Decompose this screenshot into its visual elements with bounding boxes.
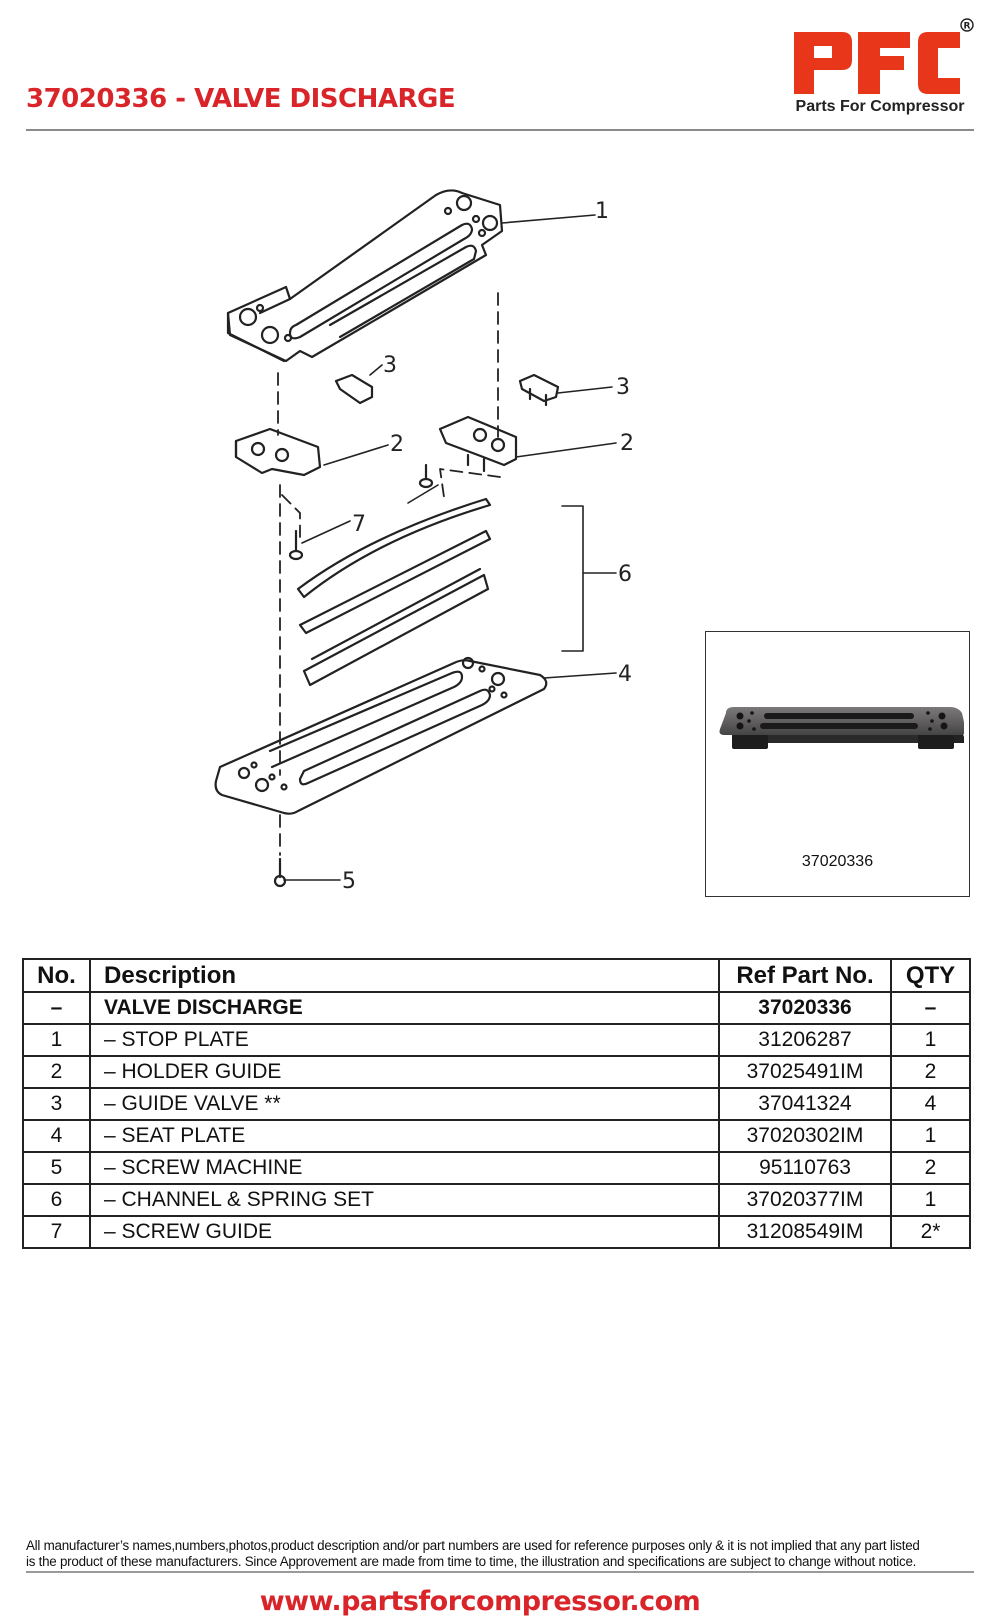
cell-no: 6: [22, 1183, 91, 1217]
cell-no: 3: [22, 1087, 91, 1121]
cell-description: – SCREW GUIDE: [89, 1215, 720, 1249]
callout-4: 4: [618, 662, 632, 687]
disclaimer: All manufacturer’s names,numbers,photos,…: [26, 1538, 976, 1569]
cell-ref-part-no: 37025491IM: [718, 1055, 892, 1089]
cell-qty: 1: [890, 1023, 971, 1057]
table-row: – VALVE DISCHARGE 37020336 –: [22, 991, 971, 1025]
table-row: 5 – SCREW MACHINE 95110763 2: [22, 1151, 971, 1185]
table-header-row: No. Description Ref Part No. QTY: [22, 958, 971, 993]
cell-description: VALVE DISCHARGE: [89, 991, 720, 1025]
cell-qty: 1: [890, 1119, 971, 1153]
table-row: 6 – CHANNEL & SPRING SET 37020377IM 1: [22, 1183, 971, 1217]
pfc-logo: R: [794, 18, 974, 94]
photo-caption: 37020336: [801, 853, 874, 870]
pfc-logo-letters: [794, 32, 960, 94]
stop-plate-drawing: [226, 189, 504, 363]
column-header-no: No.: [22, 958, 91, 993]
callout-1: 1: [595, 199, 609, 224]
holder-guide-right-drawing: [438, 415, 518, 473]
cell-description: – STOP PLATE: [89, 1023, 720, 1057]
product-photo: [719, 707, 964, 749]
cell-no: 7: [22, 1215, 91, 1249]
callout-leader-lines: [283, 214, 617, 881]
parts-table: No. Description Ref Part No. QTY – VALVE…: [22, 958, 971, 1249]
cell-no: –: [22, 991, 91, 1025]
cell-ref-part-no: 37020336: [718, 991, 892, 1025]
website-link[interactable]: www.partsforcompressor.com: [259, 1586, 701, 1617]
disclaimer-line-2: is the product of these manufacturers. S…: [26, 1553, 917, 1569]
cell-ref-part-no: 37041324: [718, 1087, 892, 1121]
cell-no: 2: [22, 1055, 91, 1089]
cell-description: – HOLDER GUIDE: [89, 1055, 720, 1089]
cell-ref-part-no: 37020377IM: [718, 1183, 892, 1217]
table-row: 7 – SCREW GUIDE 31208549IM 2*: [22, 1215, 971, 1249]
cell-description: – SCREW MACHINE: [89, 1151, 720, 1185]
product-photo-box: 37020336: [705, 631, 970, 897]
table-row: 2 – HOLDER GUIDE 37025491IM 2: [22, 1055, 971, 1089]
cell-qty: 2: [890, 1151, 971, 1185]
cell-ref-part-no: 37020302IM: [718, 1119, 892, 1153]
callout-2-right: 2: [620, 431, 634, 456]
assembly-guide-lines: [277, 292, 501, 856]
disclaimer-line-1: All manufacturer’s names,numbers,photos,…: [26, 1538, 920, 1553]
page-title: 37020336 - VALVE DISCHARGE: [26, 84, 456, 114]
guide-valve-right-drawing: [518, 373, 560, 407]
cell-ref-part-no: 31208549IM: [718, 1215, 892, 1249]
exploded-parts-diagram: 1 3 3 2 2 7 6 4 5: [214, 189, 634, 894]
cell-description: – SEAT PLATE: [89, 1119, 720, 1153]
callout-3-left: 3: [383, 353, 397, 378]
callout-2-left: 2: [390, 432, 404, 457]
column-header-qty: QTY: [890, 958, 971, 993]
cell-description: – GUIDE VALVE **: [89, 1087, 720, 1121]
table-row: 1 – STOP PLATE 31206287 1: [22, 1023, 971, 1057]
table-row: 4 – SEAT PLATE 37020302IM 1: [22, 1119, 971, 1153]
cell-no: 5: [22, 1151, 91, 1185]
logo-tagline: Parts For Compressor: [795, 98, 965, 115]
seat-plate-drawing: [214, 656, 548, 815]
cell-qty: 2: [890, 1055, 971, 1089]
callout-5: 5: [342, 869, 356, 894]
cell-qty: 1: [890, 1183, 971, 1217]
registered-mark-icon: R: [960, 18, 974, 32]
cell-ref-part-no: 31206287: [718, 1023, 892, 1057]
header-divider: [26, 129, 974, 131]
column-header-description: Description: [89, 958, 720, 993]
cell-no: 1: [22, 1023, 91, 1057]
cell-no: 4: [22, 1119, 91, 1153]
cell-qty: 2*: [890, 1215, 971, 1249]
screw-machine-drawing: [273, 857, 287, 888]
cell-ref-part-no: 95110763: [718, 1151, 892, 1185]
svg-text:R: R: [964, 22, 971, 32]
table-row: 3 – GUIDE VALVE ** 37041324 4: [22, 1087, 971, 1121]
callout-7: 7: [352, 512, 366, 537]
cell-description: – CHANNEL & SPRING SET: [89, 1183, 720, 1217]
callout-6: 6: [618, 562, 632, 587]
callout-3-right: 3: [616, 375, 630, 400]
holder-guide-left-drawing: [234, 427, 322, 477]
cell-qty: 4: [890, 1087, 971, 1121]
cell-qty: –: [890, 991, 971, 1025]
footer-divider: [26, 1571, 974, 1573]
column-header-ref-part-no: Ref Part No.: [718, 958, 892, 993]
guide-valve-left-drawing: [334, 373, 374, 405]
channel-spring-set-drawing: [296, 497, 492, 687]
screw-guide-drawing: [288, 463, 434, 561]
